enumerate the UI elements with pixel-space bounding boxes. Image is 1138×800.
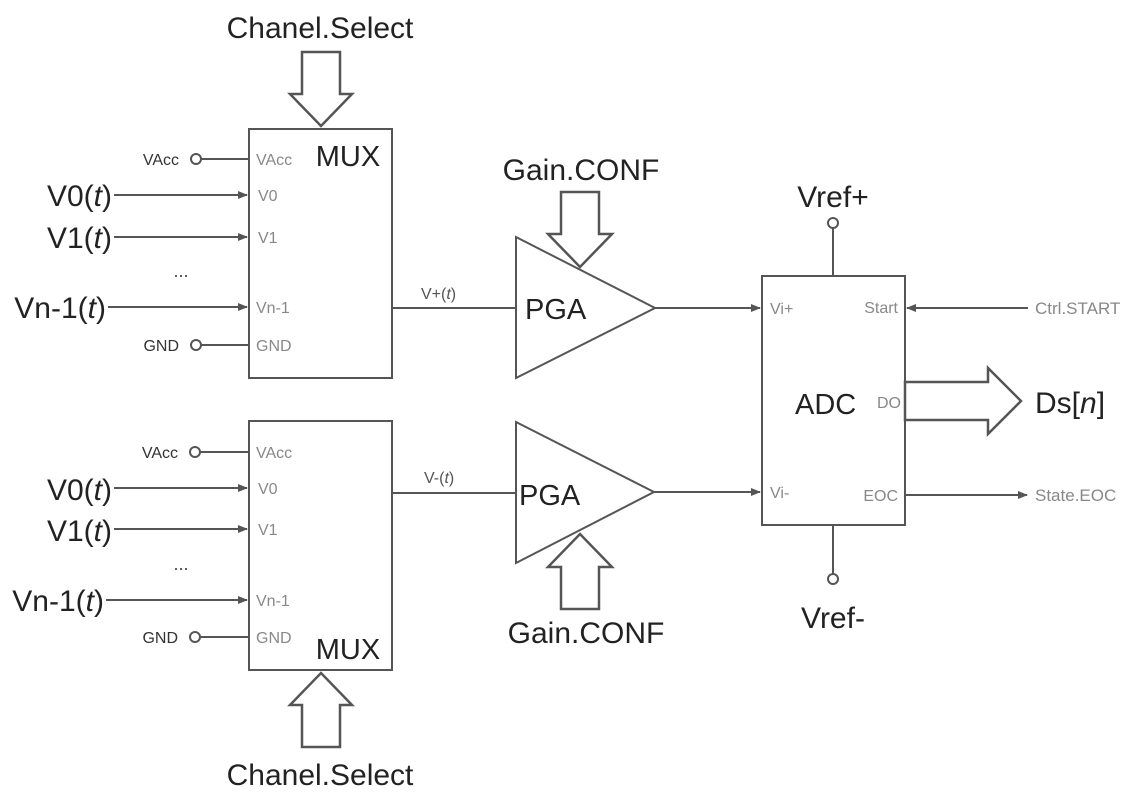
net-vminus-label: V-(t) [424, 470, 454, 487]
net-vplus-label: V+(t) [421, 286, 456, 303]
mux-top-pin-v1: V1 [258, 230, 278, 247]
signal-v1-label-top: V1(t) [47, 222, 112, 255]
mux-top-pin-vn1: Vn-1 [256, 300, 290, 317]
data-out-bus-arrow [903, 364, 1023, 438]
pga-bottom-triangle [515, 420, 657, 565]
mux-bottom-pin-v0: V0 [258, 481, 278, 498]
mux-top-label: MUX [316, 141, 380, 173]
signal-v1-label-bottom: V1(t) [47, 515, 112, 548]
gnd-terminal-bottom [189, 631, 201, 643]
ellipsis-bottom: ... [173, 554, 188, 574]
state-eoc-label: State.EOC [1035, 486, 1116, 505]
signal-vn1-label-top: Vn-1(t) [14, 292, 106, 325]
gain-conf-bus-arrow-top [545, 190, 615, 269]
vref-minus-terminal [827, 573, 839, 585]
pga-bottom-label: PGA [519, 480, 581, 512]
chanel-select-bus-arrow-bottom [287, 671, 355, 749]
signal-v0-label-top: V0(t) [47, 180, 112, 213]
vref-plus-terminal [827, 217, 839, 229]
adc-pin-start: Start [864, 300, 898, 317]
pga-top-label: PGA [525, 294, 587, 326]
mux-top-pin-v0: V0 [258, 188, 278, 205]
adc-pin-vi-plus: Vi+ [770, 301, 793, 318]
mux-bottom-label: MUX [316, 634, 380, 666]
mux-top-block [248, 128, 393, 379]
adc-pin-vi-minus: Vi- [770, 485, 789, 502]
ellipsis-top: ... [173, 261, 188, 281]
vacc-terminal-bottom [189, 446, 201, 458]
mux-bottom-pin-vacc: VAcc [256, 445, 292, 462]
gain-conf-label-top: Gain.CONF [503, 154, 660, 187]
gain-conf-bus-arrow-bottom [545, 532, 615, 611]
signal-vn1-label-bottom: Vn-1(t) [12, 585, 104, 618]
mux-bottom-block [248, 420, 393, 671]
ds-output-label: Ds[n] [1035, 387, 1105, 420]
vacc-label-bottom: VAcc [142, 445, 178, 462]
mux-bottom-pin-v1: V1 [258, 522, 278, 539]
pga-top-triangle [515, 235, 658, 380]
gain-conf-label-bottom: Gain.CONF [508, 617, 665, 650]
signal-v0-label-bottom: V0(t) [47, 474, 112, 507]
gnd-terminal-top [190, 339, 202, 351]
mux-top-pin-gnd: GND [256, 338, 292, 355]
vref-plus-label: Vref+ [797, 181, 868, 214]
vref-minus-label: Vref- [801, 602, 865, 635]
mux-bottom-pin-gnd: GND [256, 630, 292, 647]
vacc-label-top: VAcc [143, 152, 179, 169]
mux-bottom-pin-vn1: Vn-1 [256, 593, 290, 610]
gnd-label-bottom: GND [142, 630, 178, 647]
chanel-select-bus-arrow-top [287, 50, 355, 128]
adc-pin-do: DO [877, 395, 901, 412]
ctrl-start-label: Ctrl.START [1035, 299, 1120, 318]
vacc-terminal-top [190, 153, 202, 165]
mux-top-pin-vacc: VAcc [256, 152, 292, 169]
chanel-select-label-top: Chanel.Select [227, 12, 414, 45]
adc-pin-eoc: EOC [863, 488, 898, 505]
adc-label: ADC [795, 389, 856, 421]
chanel-select-label-bottom: Chanel.Select [227, 759, 414, 792]
gnd-label-top: GND [143, 338, 179, 355]
